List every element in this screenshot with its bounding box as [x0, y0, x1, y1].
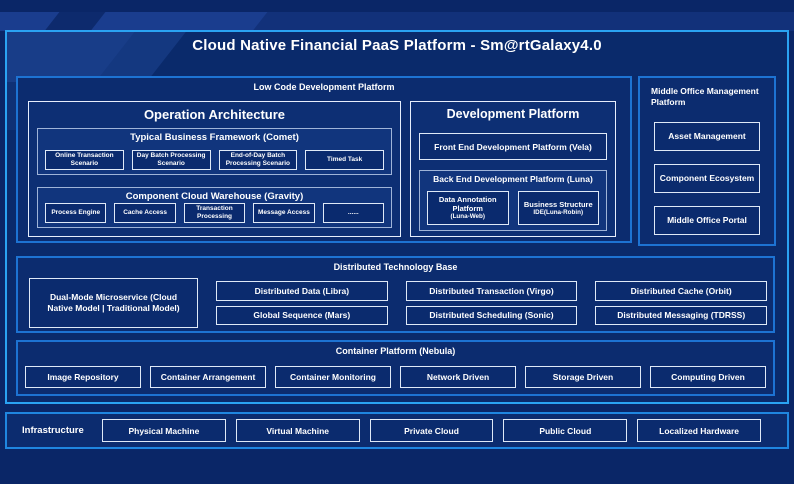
section-container-platform: Container Platform (Nebula) Image Reposi… — [16, 340, 775, 396]
infra-item-physical-machine: Physical Machine — [102, 419, 226, 442]
infra-item-virtual-machine: Virtual Machine — [235, 419, 360, 442]
container-item-monitoring: Container Monitoring — [275, 366, 391, 388]
distributed-transaction-box: Distributed Transaction (Virgo) — [405, 281, 578, 301]
diagram-title: Cloud Native Financial PaaS Platform - S… — [192, 37, 602, 54]
gravity-item-cache-access: Cache Access — [114, 203, 176, 223]
infra-item-private-cloud: Private Cloud — [369, 419, 494, 442]
backend-item-sub: IDE(Luna-Robin) — [533, 208, 584, 216]
comet-item-end-of-day-batch: End-of-Day Batch Processing Scenario — [218, 150, 298, 170]
development-platform-panel: Development Platform Front End Developme… — [410, 101, 616, 237]
container-item-network-driven: Network Driven — [400, 366, 516, 388]
comet-item-online-transaction: Online Transaction Scenario — [45, 150, 124, 170]
back-end-platform-box: Back End Development Platform (Luna) Dat… — [419, 170, 607, 231]
front-end-platform-box: Front End Development Platform (Vela) — [419, 133, 607, 160]
distributed-scheduling-box: Distributed Scheduling (Sonic) — [405, 305, 578, 325]
main-frame: Cloud Native Financial PaaS Platform - S… — [5, 30, 789, 404]
middle-office-item-portal: Middle Office Portal — [654, 205, 760, 235]
global-sequence-box: Global Sequence (Mars) — [216, 305, 388, 325]
low-code-platform-label: Low Code Development Platform — [253, 82, 395, 92]
back-end-platform-title: Back End Development Platform (Luna) — [433, 174, 593, 184]
operation-architecture-title: Operation Architecture — [143, 107, 286, 122]
section-low-code-platform: Low Code Development Platform Operation … — [16, 76, 632, 243]
infra-item-public-cloud: Public Cloud — [503, 419, 628, 442]
development-platform-title: Development Platform — [446, 107, 580, 121]
backend-item-business-structure: Business Structure IDE(Luna-Robin) — [517, 191, 599, 225]
comet-item-timed-task: Timed Task — [305, 150, 384, 170]
middle-office-item-asset-management: Asset Management — [654, 121, 760, 151]
container-item-computing-driven: Computing Driven — [650, 366, 766, 388]
gravity-item-process-engine: Process Engine — [45, 203, 107, 223]
container-item-arrangement: Container Arrangement — [150, 366, 266, 388]
backend-item-sub: (Luna-Web) — [450, 213, 485, 221]
distributed-data-box: Distributed Data (Libra) — [216, 281, 388, 301]
comet-item-day-batch: Day Batch Processing Scenario — [131, 150, 211, 170]
infra-item-localized-hardware: Localized Hardware — [637, 419, 761, 442]
operation-architecture-panel: Operation Architecture Typical Business … — [28, 101, 401, 237]
section-middle-office-platform: Middle Office Management Platform Asset … — [638, 76, 776, 246]
middle-office-item-component-ecosystem: Component Ecosystem — [654, 163, 760, 193]
distributed-title: Distributed Technology Base — [333, 262, 458, 272]
gravity-item-more: ...... — [322, 203, 385, 223]
backend-item-data-annotation: Data Annotation Platform (Luna-Web) — [427, 191, 509, 225]
container-item-image-repository: Image Repository — [25, 366, 141, 388]
distributed-messaging-box: Distributed Messaging (TDRSS) — [595, 305, 768, 325]
distributed-cache-box: Distributed Cache (Orbit) — [595, 281, 768, 301]
top-decorative-band — [0, 12, 794, 31]
infrastructure-label: Infrastructure — [22, 425, 84, 436]
typical-business-framework-box: Typical Business Framework (Comet) Onlin… — [37, 128, 392, 175]
container-item-storage-driven: Storage Driven — [525, 366, 641, 388]
container-platform-title: Container Platform (Nebula) — [335, 346, 456, 356]
section-distributed-technology-base: Distributed Technology Base Dual-Mode Mi… — [16, 256, 775, 333]
middle-office-title: Middle Office Management Platform — [651, 86, 759, 108]
backend-item-name: Data Annotation Platform — [438, 195, 497, 214]
band-highlight-shape — [0, 12, 268, 31]
gravity-title: Component Cloud Warehouse (Gravity) — [125, 191, 304, 202]
backend-item-name: Business Structure — [523, 199, 593, 209]
dual-mode-microservice-box: Dual-Mode Microservice (Cloud Native Mod… — [29, 278, 198, 328]
gravity-item-transaction-processing: Transaction Processing — [183, 203, 246, 223]
comet-title: Typical Business Framework (Comet) — [130, 132, 299, 143]
component-cloud-warehouse-box: Component Cloud Warehouse (Gravity) Proc… — [37, 187, 392, 228]
gravity-item-message-access: Message Access — [253, 203, 315, 223]
section-infrastructure: Infrastructure Physical Machine Virtual … — [5, 412, 789, 449]
